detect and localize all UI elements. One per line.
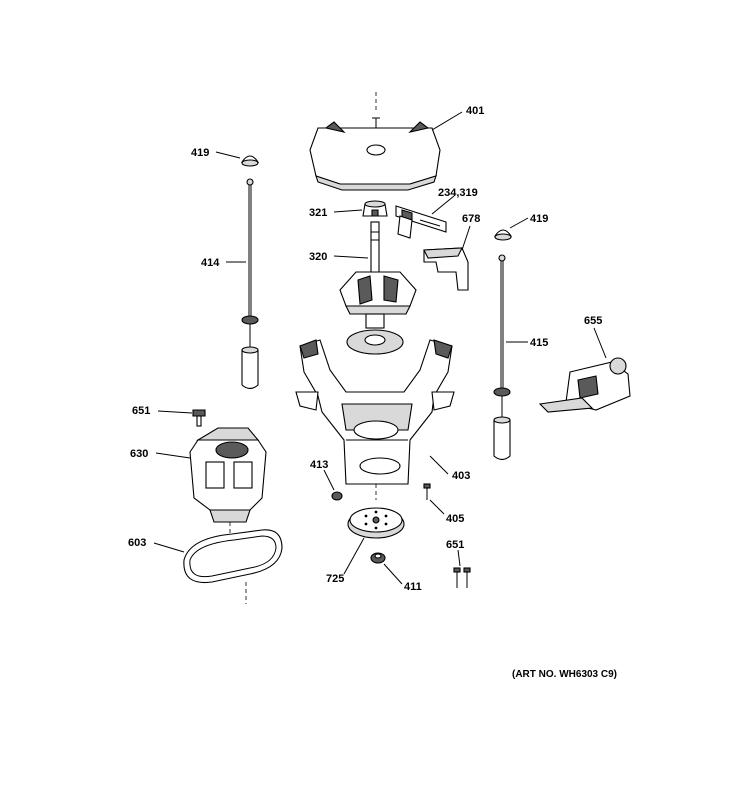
callout-419-right: 419 bbox=[530, 213, 548, 225]
part-405-screw bbox=[423, 483, 431, 500]
callout-415: 415 bbox=[530, 337, 548, 349]
leader-lines bbox=[153, 111, 607, 585]
callout-725: 725 bbox=[326, 573, 344, 585]
art-number: (ART NO. WH6303 C9) bbox=[512, 669, 617, 680]
callout-678: 678 bbox=[462, 213, 480, 225]
callout-411: 411 bbox=[404, 581, 422, 593]
callout-603: 603 bbox=[128, 537, 146, 549]
part-725-pulley bbox=[347, 507, 405, 539]
part-414-suspension-rod bbox=[241, 178, 259, 390]
part-651-bolt-left bbox=[192, 409, 206, 427]
callout-419-left: 419 bbox=[191, 147, 209, 159]
part-413-nut bbox=[331, 491, 343, 501]
callout-651-left: 651 bbox=[132, 405, 150, 417]
part-651-bolts-right bbox=[453, 567, 471, 588]
part-655-pump bbox=[538, 357, 631, 413]
part-320-transmission bbox=[339, 221, 417, 355]
callout-405: 405 bbox=[446, 513, 464, 525]
part-630-motor bbox=[189, 427, 267, 540]
part-403-frame bbox=[295, 339, 455, 500]
part-234-319-switch bbox=[395, 205, 447, 239]
part-419-left-cap bbox=[240, 155, 260, 167]
callout-414: 414 bbox=[201, 257, 220, 269]
callout-401: 401 bbox=[466, 105, 484, 117]
part-321-coupling bbox=[362, 200, 388, 217]
callout-655: 655 bbox=[584, 315, 602, 327]
callout-234-319: 234,319 bbox=[438, 187, 478, 199]
part-678-bracket bbox=[423, 247, 469, 291]
callout-labels: 401 419 234,319 321 678 419 414 320 655 … bbox=[128, 105, 602, 593]
part-401-cover bbox=[309, 92, 441, 191]
callout-630: 630 bbox=[130, 448, 148, 460]
callout-403: 403 bbox=[452, 470, 470, 482]
callout-321: 321 bbox=[309, 207, 327, 219]
callout-651-right: 651 bbox=[446, 539, 464, 551]
callout-320: 320 bbox=[309, 251, 327, 263]
callout-413: 413 bbox=[310, 459, 328, 471]
part-419-right-cap bbox=[493, 229, 513, 241]
part-603-belt bbox=[183, 529, 283, 604]
part-411-nut bbox=[370, 552, 386, 564]
part-415-suspension-rod bbox=[493, 254, 511, 461]
